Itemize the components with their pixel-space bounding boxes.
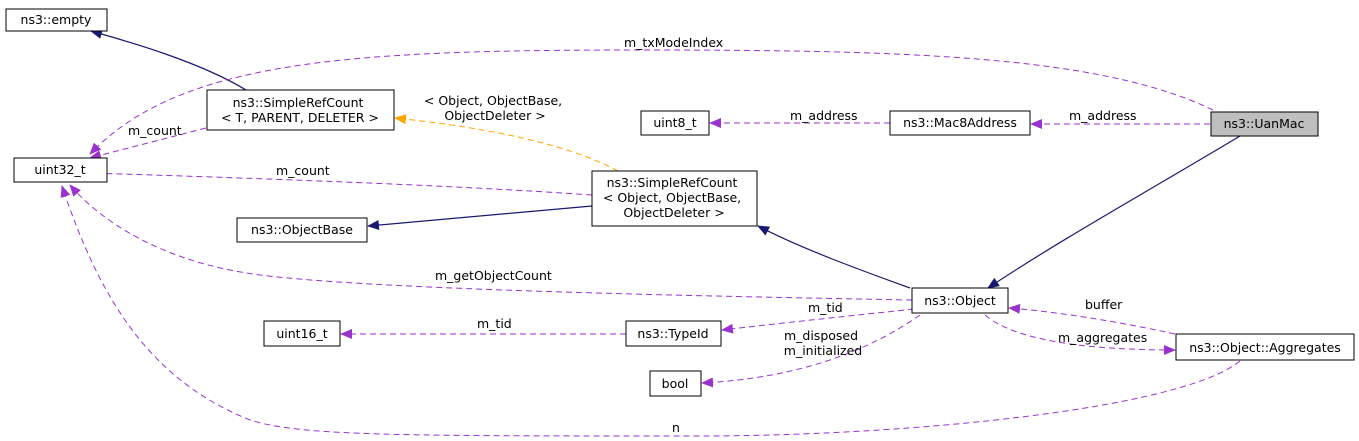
node-uint8-t[interactable]: uint8_t xyxy=(640,110,710,136)
edge-uanmac-to-object xyxy=(987,135,1241,289)
edge-aggregates-to-object xyxy=(1008,303,1176,335)
svg-text:uint8_t: uint8_t xyxy=(653,115,696,130)
edge-aggregates-to-uint32 xyxy=(60,185,1241,437)
edge-label-m-aggregates: m_aggregates xyxy=(1058,330,1147,345)
svg-text:ns3::Object: ns3::Object xyxy=(924,293,996,308)
edge-label-m-count-2: m_count xyxy=(276,163,330,178)
svg-text:ns3::SimpleRefCount <: ns3::SimpleRefCount < Object, ObjectBase… xyxy=(603,175,745,220)
svg-text:uint32_t: uint32_t xyxy=(34,162,85,177)
nodes: ns3::empty uint32_t ns3::SimpleRefCount … xyxy=(5,8,1355,397)
node-objectbase[interactable]: ns3::ObjectBase xyxy=(236,217,368,243)
edge-label-n: n xyxy=(672,420,680,435)
node-ns3-empty[interactable]: ns3::empty xyxy=(5,8,108,32)
edge-label-m-address-1: m_address xyxy=(790,108,858,123)
edge-label-m-address-2: m_address xyxy=(1069,108,1137,123)
edge-simplerefcount-obj-to-uint32 xyxy=(89,168,593,196)
svg-text:ns3::SimpleRefCount <: ns3::SimpleRefCount < T, PARENT, DELETER… xyxy=(221,95,379,125)
edge-object-to-aggregates xyxy=(984,314,1176,355)
node-object[interactable]: ns3::Object xyxy=(911,287,1009,314)
svg-text:ns3::Object::Aggregates: ns3::Object::Aggregates xyxy=(1189,340,1341,355)
edge-simplerefcount-to-empty xyxy=(90,29,247,91)
edge-template-instantiation xyxy=(394,114,619,172)
node-simplerefcount-template[interactable]: ns3::SimpleRefCount < T, PARENT, DELETER… xyxy=(206,89,395,131)
svg-text:ns3::UanMac: ns3::UanMac xyxy=(1224,116,1305,131)
edge-label-m-tid-1: m_tid xyxy=(808,300,843,315)
edge-label-m-count-1: m_count xyxy=(128,123,182,138)
edge-object-to-typeid xyxy=(721,308,915,334)
svg-text:ns3::empty: ns3::empty xyxy=(21,12,93,27)
edge-labels: m_txModeIndex m_count m_count < Object, … xyxy=(128,35,1147,435)
node-typeid[interactable]: ns3::TypeId xyxy=(625,320,722,347)
node-bool[interactable]: bool xyxy=(649,370,702,397)
edge-label-m-disposed: m_disposed m_initialized xyxy=(784,328,862,358)
edge-label-m-txmodeindex: m_txModeIndex xyxy=(624,35,723,50)
edge-object-to-simplerefcount-obj xyxy=(757,225,911,289)
node-mac8address[interactable]: ns3::Mac8Address xyxy=(889,110,1031,136)
svg-text:ns3::ObjectBase: ns3::ObjectBase xyxy=(251,222,353,237)
edge-simplerefcount-obj-to-objectbase xyxy=(367,205,593,231)
node-uanmac[interactable]: ns3::UanMac xyxy=(1210,111,1319,137)
edge-label-template-args: < Object, ObjectBase, ObjectDeleter > xyxy=(424,93,566,123)
edge-object-to-uint32 xyxy=(69,184,913,301)
svg-text:bool: bool xyxy=(662,376,689,391)
node-uint32-t[interactable]: uint32_t xyxy=(13,157,108,183)
node-object-aggregates[interactable]: ns3::Object::Aggregates xyxy=(1175,333,1355,361)
edge-simplerefcount-t-to-uint32 xyxy=(89,127,207,160)
svg-text:ns3::Mac8Address: ns3::Mac8Address xyxy=(903,115,1017,130)
svg-text:uint16_t: uint16_t xyxy=(276,326,327,341)
edge-uanmac-to-uint32 xyxy=(89,49,1214,155)
node-simplerefcount-object[interactable]: ns3::SimpleRefCount < Object, ObjectBase… xyxy=(591,170,758,227)
edge-object-to-bool xyxy=(701,314,921,388)
edge-label-buffer: buffer xyxy=(1085,297,1123,312)
edge-label-m-tid-2: m_tid xyxy=(477,316,512,331)
edge-label-m-getobjectcount: m_getObjectCount xyxy=(435,268,552,283)
node-uint16-t[interactable]: uint16_t xyxy=(263,320,341,347)
svg-text:ns3::TypeId: ns3::TypeId xyxy=(637,326,708,341)
edges xyxy=(60,29,1241,437)
